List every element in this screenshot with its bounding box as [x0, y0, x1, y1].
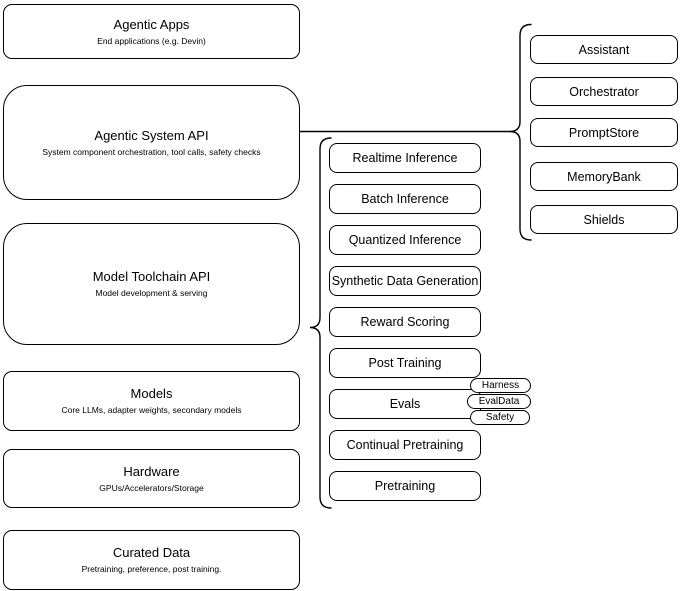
toolchain-bracket: [309, 137, 332, 509]
component-memorybank: MemoryBank: [530, 162, 678, 191]
layer-title: Curated Data: [112, 545, 191, 560]
node-batch-inference: Batch Inference: [329, 184, 481, 214]
layer-model-toolchain-api: Model Toolchain API Model development & …: [3, 223, 300, 345]
layer-subtitle: GPUs/Accelerators/Storage: [99, 482, 204, 493]
tag-harness: Harness: [470, 378, 531, 393]
node-continual-pretraining: Continual Pretraining: [329, 430, 481, 460]
layer-title: Models: [130, 386, 173, 401]
component-shields: Shields: [530, 205, 678, 234]
node-pretraining: Pretraining: [329, 471, 481, 501]
component-assistant: Assistant: [530, 35, 678, 64]
layer-title: Agentic Apps: [113, 16, 190, 32]
component-orchestrator: Orchestrator: [530, 77, 678, 106]
layer-curated-data: Curated Data Pretraining, preference, po…: [3, 530, 300, 590]
layer-subtitle: Pretraining, preference, post training.: [81, 564, 222, 574]
tag-safety: Safety: [470, 410, 530, 425]
component-promptstore: PromptStore: [530, 118, 678, 147]
node-realtime-inference: Realtime Inference: [329, 143, 481, 173]
layer-hardware: Hardware GPUs/Accelerators/Storage: [3, 449, 300, 508]
layer-title: Hardware: [123, 463, 180, 479]
components-bracket: [509, 23, 532, 241]
layer-agentic-system-api: Agentic System API System component orch…: [3, 85, 300, 200]
layer-agentic-apps: Agentic Apps End applications (e.g. Devi…: [3, 4, 300, 59]
node-reward-scoring: Reward Scoring: [329, 307, 481, 337]
layer-subtitle: System component orchestration, tool cal…: [42, 146, 261, 157]
layer-models: Models Core LLMs, adapter weights, secon…: [3, 371, 300, 431]
layer-title: Model Toolchain API: [92, 269, 211, 284]
node-evals: Evals: [329, 389, 481, 419]
layer-subtitle: Model development & serving: [95, 288, 208, 298]
node-quantized-inference: Quantized Inference: [329, 225, 481, 255]
layer-title: Agentic System API: [94, 127, 209, 143]
layer-subtitle: End applications (e.g. Devin): [97, 35, 206, 46]
node-synthetic-data-generation: Synthetic Data Generation: [329, 266, 481, 296]
tag-evaldata: EvalData: [467, 394, 531, 409]
node-post-training: Post Training: [329, 348, 481, 378]
layer-subtitle: Core LLMs, adapter weights, secondary mo…: [61, 405, 242, 415]
